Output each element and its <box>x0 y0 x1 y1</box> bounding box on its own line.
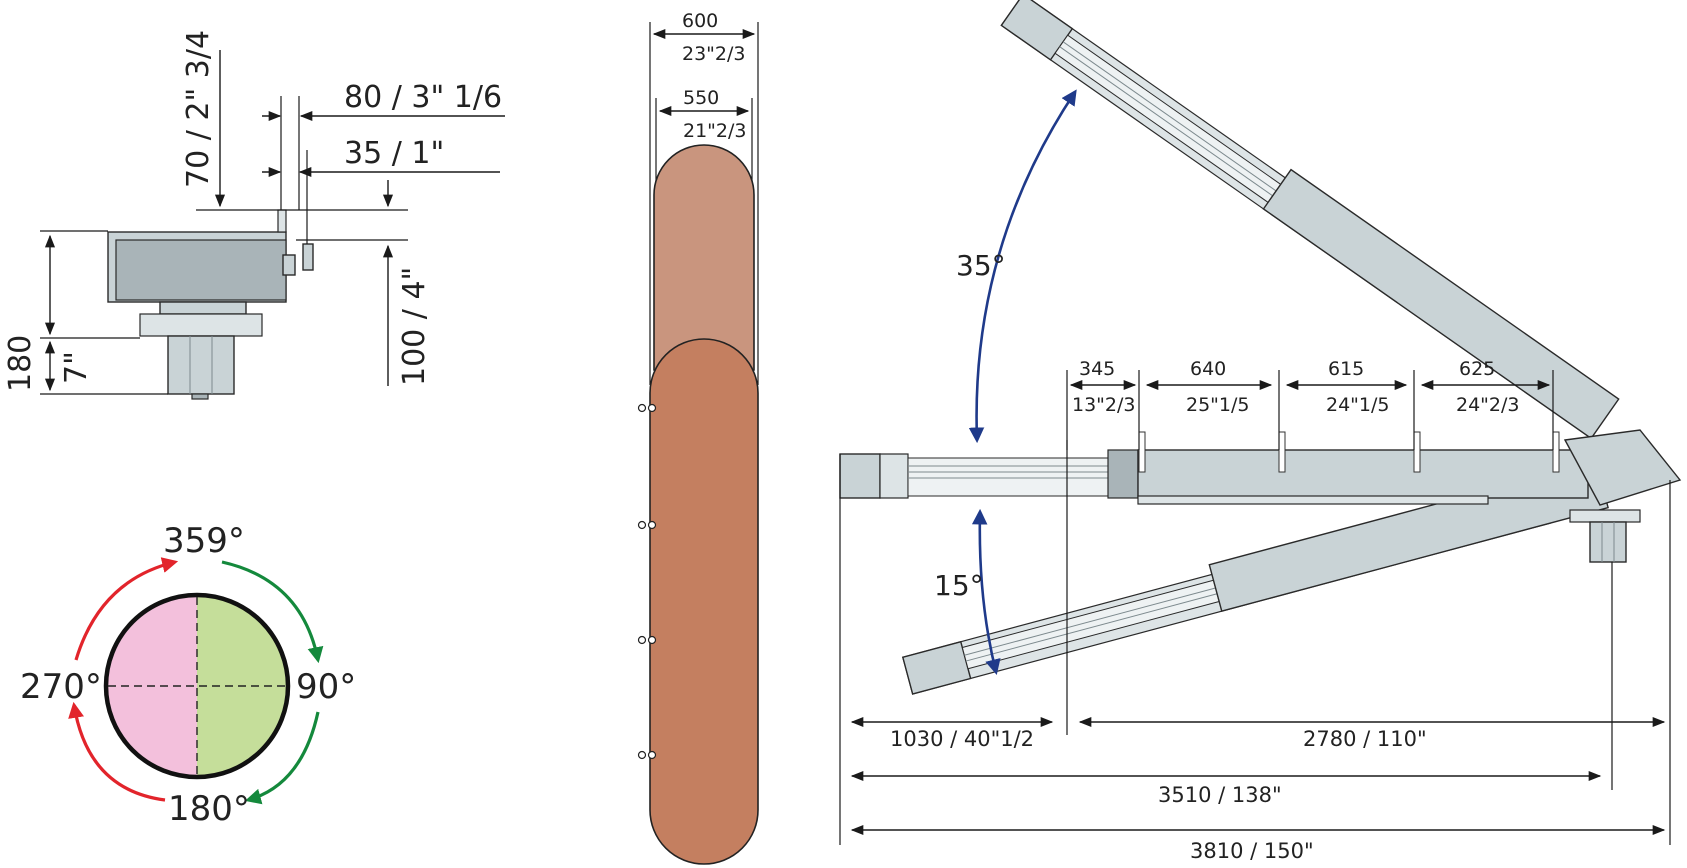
angle-label-35: 35° <box>956 249 1006 282</box>
rotation-arrow-bottom-left <box>68 701 166 802</box>
segment-2-in: 25"1/5 <box>1186 394 1250 416</box>
front-brackets <box>1138 431 1560 473</box>
rotation-arrow-top-right <box>221 560 324 664</box>
side-mount-plate <box>159 301 247 315</box>
dim-100-label: 100 / 4" <box>397 267 432 386</box>
arm-upper-position <box>1000 0 1620 440</box>
rotation-label-bottom: 180° <box>168 789 250 829</box>
dim-80-label: 80 / 3" 1/6 <box>344 80 502 115</box>
top-view-upper-cushion <box>653 144 755 371</box>
dim-2780-label: 2780 / 110" <box>1303 727 1427 751</box>
dim-35-label: 35 / 1" <box>344 136 444 171</box>
side-bracket <box>282 254 296 276</box>
top-inner-in: 21"2/3 <box>683 120 747 142</box>
dim-3810-label: 3810 / 150" <box>1190 839 1314 863</box>
side-clip <box>302 243 314 271</box>
top-outer-mm: 600 <box>682 10 718 32</box>
front-view: 35° 15° 345 13"2/3 640 25"1/5 615 24"1/5… <box>839 0 1682 863</box>
pivot-mount <box>1563 429 1682 563</box>
segment-1-mm: 345 <box>1079 358 1115 380</box>
top-view: 600 23"2/3 550 21"2/3 <box>637 10 759 865</box>
dim-7-label: 7" <box>59 351 94 384</box>
rotation-label-right: 90° <box>296 667 356 707</box>
arm-horizontal-position <box>839 449 1589 505</box>
rotation-arrow-bottom-right <box>244 711 320 805</box>
segment-3-in: 24"1/5 <box>1326 394 1390 416</box>
segment-3-mm: 615 <box>1328 358 1364 380</box>
segment-2-mm: 640 <box>1190 358 1226 380</box>
rotation-circle <box>103 592 291 780</box>
side-base-plate <box>139 313 263 337</box>
rotation-label-left: 270° <box>20 667 102 707</box>
angle-arc-35 <box>968 89 1077 444</box>
rotation-label-top: 359° <box>163 521 245 561</box>
top-outer-in: 23"2/3 <box>682 43 746 65</box>
side-view: 70 / 2" 3/4 80 / 3" 1/6 35 / 1" 100 / 4"… <box>3 30 505 400</box>
top-inner-mm: 550 <box>683 87 719 109</box>
dim-1030-label: 1030 / 40"1/2 <box>890 727 1034 751</box>
top-view-lower-cushion <box>649 338 759 865</box>
side-housing-face <box>115 239 287 301</box>
segment-1-in: 13"2/3 <box>1072 394 1136 416</box>
side-pin <box>277 209 287 233</box>
segment-4-in: 24"2/3 <box>1456 394 1520 416</box>
dim-3510-label: 3510 / 138" <box>1158 783 1282 807</box>
dim-180-label: 180 <box>3 335 38 392</box>
rotation-diagram: 359° 90° 180° 270° <box>20 521 356 829</box>
angle-label-15: 15° <box>934 569 984 602</box>
dim-70-label: 70 / 2" 3/4 <box>181 30 216 188</box>
rotation-arrow-top-left <box>74 557 179 661</box>
side-foot <box>191 393 209 400</box>
side-pillar <box>167 335 235 395</box>
angle-arc-15 <box>971 508 1001 676</box>
segment-4-mm: 625 <box>1459 358 1495 380</box>
top-view-hinges <box>637 403 657 760</box>
